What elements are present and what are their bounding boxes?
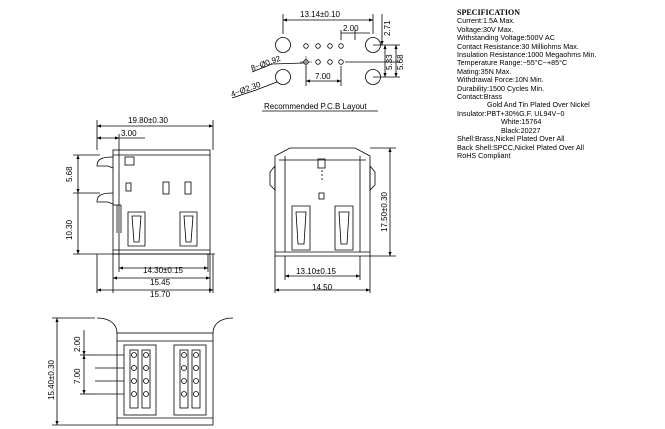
- pcb-dim-label-5-68: 5.68: [396, 54, 405, 70]
- side-view-labels: 19.80±0.30 3.00 5.68 10.30 14.30±0.15 15…: [65, 116, 184, 299]
- spec-line: Durability:1500 Cycles Min.: [457, 83, 545, 93]
- bottom-pins: [131, 352, 199, 397]
- spec-contact-plating: Gold And Tin Plated Over Nickel: [487, 100, 590, 110]
- connector-body-front: [274, 147, 371, 257]
- side-depth-label: 19.80±0.30: [128, 116, 169, 125]
- bottom-height-label: 15.40±0.30: [47, 359, 56, 400]
- spec-line: Contact Resistance:30 Milliohms Max.: [457, 41, 579, 51]
- spec-back-shell: Back Shell:SPCC,Nickel Plated Over All: [457, 142, 585, 152]
- side-outer-label: 15.70: [150, 290, 171, 299]
- spec-line: Withstanding Voltage:500V AC: [457, 33, 555, 43]
- side-view: [73, 120, 215, 293]
- pcb-hole-large: [275, 69, 291, 85]
- spec-shell: Shell:Brass,Nickel Plated Over All: [457, 134, 565, 144]
- spec-color-black: Black:20227: [501, 125, 541, 135]
- port-cavity: [173, 344, 207, 416]
- front-height-label: 17.50±0.30: [380, 191, 389, 232]
- pcb-small-holes: [303, 43, 344, 65]
- pcb-large-hole-label: 4−Ø2.30: [230, 80, 263, 99]
- retention-arm: [96, 317, 118, 334]
- spec-line: Voltage:30V Max.: [457, 24, 514, 34]
- side-height-a-label: 5.68: [65, 166, 74, 182]
- pcb-layout: [231, 14, 400, 112]
- side-offset-label: 3.00: [121, 129, 137, 138]
- spec-line: Mating:35N Max.: [457, 66, 512, 76]
- spec-title: SPECIFICATION: [457, 8, 520, 17]
- spec-line: Withdrawal Force:10N Min.: [457, 75, 544, 85]
- bottom-span-label: 7.00: [73, 368, 82, 384]
- spec-line: Contact:Brass: [457, 92, 503, 102]
- pcb-labels: 13.14±0.10 2.00 2.71 5.33 5.68 7.00 8−Ø0…: [230, 10, 405, 111]
- window-slot: [124, 156, 135, 166]
- pcb-dim-label-5-33: 5.33: [385, 54, 394, 70]
- specification-block: SPECIFICATION Current:1.5A Max. Voltage:…: [457, 8, 662, 160]
- connector-body-bottom: [116, 332, 214, 426]
- spec-insulator: Insulator:PBT+30%G.F. UL94V−0: [457, 108, 565, 118]
- port-cavity: [123, 344, 157, 416]
- pcb-dim-label-2-71: 2.71: [383, 20, 392, 36]
- contact-lead: [96, 156, 114, 167]
- bottom-pitch-label: 2.00: [73, 336, 82, 352]
- retention-arm: [212, 317, 234, 334]
- window-slot: [317, 158, 326, 169]
- front-view: [269, 147, 396, 293]
- spec-line: Temperature Range:−55°C~+85°C: [457, 58, 568, 68]
- pcb-caption: Recommended P.C.B Layout: [264, 102, 367, 111]
- pcb-width-label: 13.14±0.10: [300, 10, 341, 19]
- pcb-hole-large: [275, 37, 291, 53]
- pcb-small-hole-label: 8−Ø0.92: [250, 54, 283, 73]
- spec-color-white: White:15764: [501, 117, 542, 127]
- spec-rohs: RoHS Compliant: [457, 150, 511, 160]
- connector-body-side: [112, 149, 211, 255]
- spec-line: Current:1.5A Max.: [457, 16, 515, 26]
- side-mid-label: 15.45: [150, 278, 171, 287]
- side-height-b-label: 10.30: [65, 219, 74, 240]
- spec-line: Insulation Resistance:1000 Megaohms Min.: [457, 50, 597, 60]
- contact-lead: [96, 192, 114, 203]
- bottom-view: [52, 317, 234, 426]
- pcb-span-label: 7.00: [315, 72, 331, 81]
- pcb-pitch-label: 2.00: [343, 24, 359, 33]
- side-inner-label: 14.30±0.15: [143, 266, 184, 275]
- front-outer-width-label: 14.50: [312, 283, 333, 292]
- leader-small-hole: [251, 62, 305, 73]
- bottom-view-labels: 15.40±0.30 2.00 7.00: [47, 336, 82, 400]
- front-view-labels: 17.50±0.30 13.10±0.15 14.50: [296, 191, 389, 292]
- front-inner-width-label: 13.10±0.15: [296, 267, 337, 276]
- leader-large-hole: [231, 81, 278, 99]
